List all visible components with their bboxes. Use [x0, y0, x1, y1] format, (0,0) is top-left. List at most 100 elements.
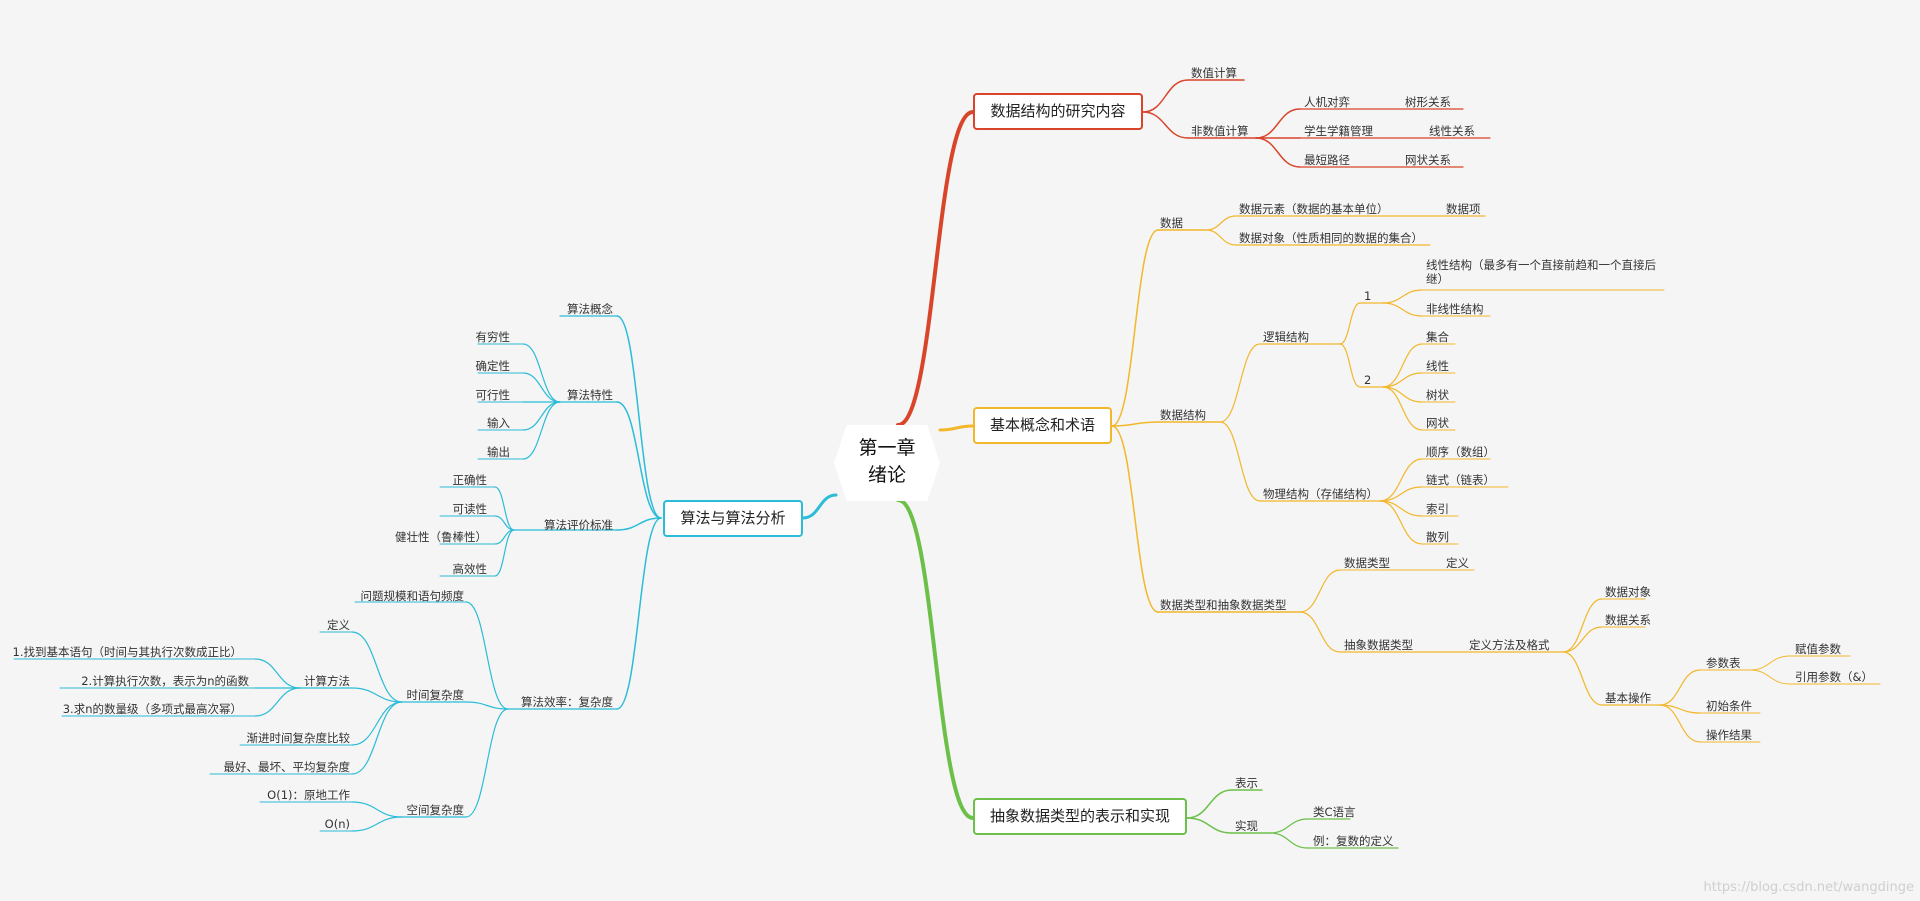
node-logical[interactable]: 逻辑结构	[1263, 330, 1309, 344]
node-robust[interactable]: 健壮性（鲁棒性）	[395, 530, 487, 544]
node-compare[interactable]: 渐进时间复杂度比较	[246, 731, 351, 745]
node-ref-param[interactable]: 引用参数（&）	[1795, 670, 1873, 684]
branch-research[interactable]: 数据结构的研究内容	[973, 93, 1143, 130]
connector-line	[1562, 651, 1603, 706]
node-impl[interactable]: 实现	[1235, 819, 1258, 833]
node-readable[interactable]: 可读性	[452, 502, 488, 516]
node-nonlinear[interactable]: 非线性结构	[1426, 302, 1484, 316]
node-c-language[interactable]: 类C语言	[1313, 805, 1356, 819]
node-data[interactable]: 数据	[1160, 216, 1183, 230]
node-index[interactable]: 索引	[1426, 502, 1449, 516]
node-cases[interactable]: 最好、最坏、平均复杂度	[223, 760, 351, 774]
node-shortest[interactable]: 最短路径	[1304, 153, 1350, 167]
node-step1[interactable]: 1.找到基本语句（时间与其执行次数成正比）	[12, 645, 242, 659]
connector-line	[522, 343, 561, 403]
connector-line	[1382, 386, 1423, 403]
central-topic[interactable]: 第一章 绪论	[834, 425, 940, 501]
node-calc-method[interactable]: 计算方法	[304, 674, 350, 688]
node-two[interactable]: 2	[1364, 373, 1372, 387]
connector-line	[1382, 343, 1423, 388]
node-time-def[interactable]: 定义	[327, 618, 350, 632]
connector-line	[616, 517, 662, 710]
node-output[interactable]: 输出	[487, 445, 510, 459]
node-step2[interactable]: 2.计算执行次数，表示为n的函数	[81, 674, 249, 688]
connector-line	[1379, 458, 1423, 502]
connector-line	[351, 687, 403, 703]
connector-line	[1339, 343, 1361, 388]
node-data-type[interactable]: 数据类型	[1344, 556, 1390, 570]
node-params[interactable]: 参数表	[1706, 656, 1741, 670]
node-physical[interactable]: 物理结构（存储结构）	[1263, 487, 1378, 501]
connector-line	[1255, 137, 1301, 168]
node-data-element[interactable]: 数据元素（数据的基本单位）	[1239, 202, 1389, 216]
node-efficient[interactable]: 高效性	[452, 562, 488, 576]
connector-line	[254, 687, 301, 717]
node-tree-relation[interactable]: 树形关系	[1405, 95, 1451, 109]
node-linear-structure[interactable]: 线性结构（最多有一个直接前趋和一个直接后继）	[1426, 258, 1656, 286]
central-topic-line2: 绪论	[867, 464, 906, 486]
connector-line	[1111, 421, 1159, 427]
node-scale[interactable]: 问题规模和语句频度	[360, 589, 465, 603]
node-algo-concept[interactable]: 算法概念	[567, 302, 613, 316]
node-net-relation[interactable]: 网状关系	[1405, 153, 1451, 167]
node-o1[interactable]: O(1)：原地工作	[267, 788, 350, 802]
node-complex-example[interactable]: 例：复数的定义	[1313, 834, 1394, 848]
node-adt[interactable]: 数据类型和抽象数据类型	[1160, 598, 1287, 612]
connector-line	[1186, 817, 1233, 834]
connector-line	[465, 701, 509, 710]
connector-line	[1339, 302, 1361, 345]
connector-line	[351, 801, 403, 818]
node-time-complexity[interactable]: 时间复杂度	[406, 688, 465, 702]
node-complexity[interactable]: 算法效率：复杂度	[521, 695, 613, 709]
node-numeric[interactable]: 数值计算	[1191, 66, 1237, 80]
connector-line	[522, 401, 561, 460]
node-sequential[interactable]: 顺序（数组）	[1426, 445, 1495, 459]
node-result[interactable]: 操作结果	[1706, 728, 1752, 742]
node-data-item[interactable]: 数据项	[1446, 202, 1481, 216]
connector-line	[522, 401, 561, 431]
node-init[interactable]: 初始条件	[1706, 699, 1752, 713]
node-on[interactable]: O(n)	[324, 817, 350, 831]
node-algo-props[interactable]: 算法特性	[567, 388, 613, 402]
node-space-complexity[interactable]: 空间复杂度	[406, 803, 465, 817]
connector-line	[351, 816, 403, 832]
connector-line	[522, 372, 561, 403]
node-one[interactable]: 1	[1364, 289, 1372, 303]
connector-line	[1382, 386, 1423, 431]
node-set[interactable]: 集合	[1426, 330, 1449, 344]
node-data-relation[interactable]: 数据关系	[1605, 613, 1651, 627]
node-data-structure[interactable]: 数据结构	[1160, 408, 1206, 422]
node-assign-param[interactable]: 赋值参数	[1795, 642, 1841, 656]
connector-line	[1659, 669, 1701, 706]
node-linear[interactable]: 线性	[1426, 359, 1449, 373]
node-student[interactable]: 学生学籍管理	[1304, 124, 1373, 138]
node-input[interactable]: 输入	[487, 416, 510, 430]
connector-line	[1379, 500, 1423, 545]
branch-algorithm[interactable]: 算法与算法分析	[663, 500, 803, 537]
node-format[interactable]: 定义方法及格式	[1469, 638, 1550, 652]
node-nonnumeric[interactable]: 非数值计算	[1191, 124, 1249, 138]
branch-concepts[interactable]: 基本概念和术语	[973, 407, 1112, 444]
node-net[interactable]: 网状	[1426, 416, 1449, 430]
node-definite[interactable]: 确定性	[475, 359, 511, 373]
node-show[interactable]: 表示	[1235, 776, 1258, 790]
node-basic-op[interactable]: 基本操作	[1605, 691, 1651, 705]
node-finite[interactable]: 有穷性	[475, 330, 511, 344]
node-feasible[interactable]: 可行性	[475, 388, 511, 402]
node-linked[interactable]: 链式（链表）	[1426, 473, 1495, 487]
node-abstract-type[interactable]: 抽象数据类型	[1344, 638, 1413, 652]
node-hash[interactable]: 散列	[1426, 530, 1449, 544]
connector-line	[1142, 79, 1189, 113]
node-linear-relation[interactable]: 线性关系	[1429, 124, 1475, 138]
node-data-object-2[interactable]: 数据对象	[1605, 585, 1651, 599]
node-criteria[interactable]: 算法评价标准	[544, 518, 613, 532]
node-definition[interactable]: 定义	[1446, 556, 1469, 570]
node-data-object[interactable]: 数据对象（性质相同的数据的集合）	[1239, 231, 1423, 245]
connector-line	[938, 424, 975, 432]
branch-representation[interactable]: 抽象数据类型的表示和实现	[973, 798, 1187, 835]
node-chess[interactable]: 人机对弈	[1304, 95, 1350, 109]
node-step3[interactable]: 3.求n的数量级（多项式最高次幂）	[62, 702, 242, 716]
node-tree[interactable]: 树状	[1426, 388, 1449, 402]
connector-line	[254, 658, 301, 689]
node-correct[interactable]: 正确性	[452, 473, 488, 487]
